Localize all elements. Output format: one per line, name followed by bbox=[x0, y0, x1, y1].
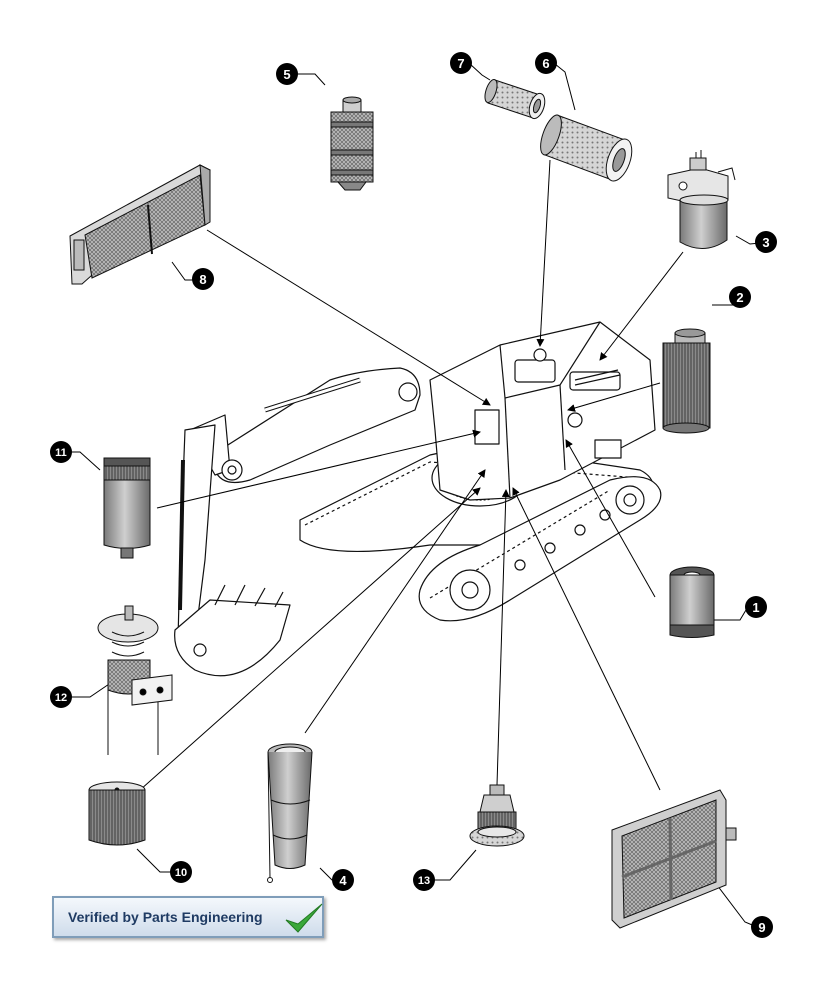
callout-tick-10 bbox=[136, 848, 173, 873]
callout-tick-11 bbox=[70, 451, 101, 471]
recirculation-filter-icon bbox=[611, 789, 737, 929]
excavator-illustration bbox=[174, 321, 662, 677]
callout-tick-13 bbox=[434, 849, 477, 881]
callout-tick-12 bbox=[70, 679, 116, 698]
leader-line-8 bbox=[206, 229, 491, 406]
callout-label: 7 bbox=[457, 56, 464, 71]
inner-air-filter-icon bbox=[484, 78, 546, 120]
callout-4: 4 bbox=[332, 869, 354, 891]
leader-line-3 bbox=[599, 251, 684, 361]
callout-label: 12 bbox=[55, 692, 67, 704]
suction-strainer-icon bbox=[330, 96, 374, 191]
callout-label: 9 bbox=[758, 920, 765, 935]
callout-label: 8 bbox=[199, 272, 206, 287]
callout-label: 2 bbox=[736, 290, 743, 305]
leader-line-4 bbox=[304, 469, 486, 734]
leader-line-9 bbox=[512, 487, 661, 791]
callout-label: 6 bbox=[542, 56, 549, 71]
fuel-filter-icon bbox=[469, 784, 525, 847]
callout-9: 9 bbox=[751, 916, 773, 938]
leader-line-11 bbox=[156, 429, 481, 509]
callout-label: 11 bbox=[55, 447, 67, 459]
pilot-filter-icon bbox=[103, 457, 151, 559]
callout-1: 1 bbox=[745, 596, 767, 618]
callout-6: 6 bbox=[535, 52, 557, 74]
oil-filter-icon bbox=[669, 566, 715, 638]
fuel-water-separator-icon bbox=[667, 150, 736, 249]
outer-air-filter-icon bbox=[540, 114, 633, 182]
callout-8: 8 bbox=[192, 268, 214, 290]
callout-11: 11 bbox=[50, 441, 72, 463]
verified-badge-label: Verified by Parts Engineering bbox=[68, 909, 263, 925]
leader-line-13 bbox=[496, 489, 510, 786]
callout-tick-7 bbox=[469, 63, 491, 81]
callout-tick-9 bbox=[716, 884, 758, 928]
leader-line-6 bbox=[536, 159, 551, 347]
callout-12: 12 bbox=[50, 686, 72, 708]
callout-label: 3 bbox=[762, 235, 769, 250]
hydraulic-return-filter-icon bbox=[662, 328, 711, 434]
leader-line-1 bbox=[565, 439, 656, 598]
callout-label: 5 bbox=[283, 67, 290, 82]
callout-tick-6 bbox=[554, 63, 576, 111]
callout-2: 2 bbox=[729, 286, 751, 308]
callout-label: 13 bbox=[418, 875, 430, 887]
cab-air-filter-icon bbox=[69, 164, 211, 285]
verified-badge: Verified by Parts Engineering bbox=[52, 896, 324, 938]
callout-3: 3 bbox=[755, 231, 777, 253]
callout-tick-5 bbox=[296, 73, 326, 86]
leader-line-2 bbox=[567, 382, 661, 412]
callout-7: 7 bbox=[450, 52, 472, 74]
callout-label: 4 bbox=[339, 873, 347, 888]
leader-line-10 bbox=[139, 487, 481, 791]
callout-tick-1 bbox=[712, 609, 747, 621]
drain-filter-icon bbox=[97, 605, 173, 755]
callout-10: 10 bbox=[170, 861, 192, 883]
callout-label: 1 bbox=[752, 600, 759, 615]
check-icon bbox=[285, 903, 323, 933]
callout-label: 10 bbox=[175, 867, 187, 879]
pre-filter-icon bbox=[88, 781, 146, 846]
breather-filter-icon bbox=[267, 743, 313, 883]
leader-lines bbox=[70, 63, 761, 928]
callout-5: 5 bbox=[276, 63, 298, 85]
callout-13: 13 bbox=[413, 869, 435, 891]
